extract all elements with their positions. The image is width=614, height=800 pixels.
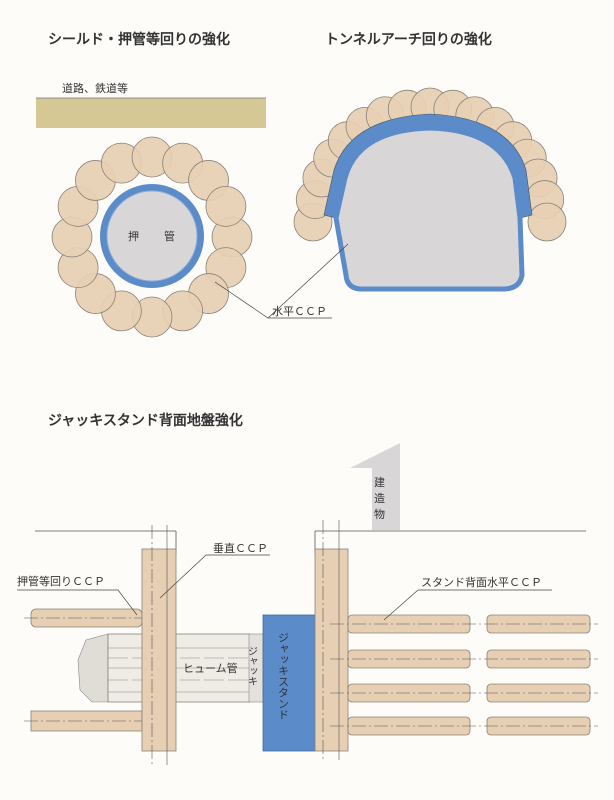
ccp-column xyxy=(527,202,567,242)
jack-label: ジャッキ xyxy=(246,646,257,686)
jack-stand xyxy=(262,614,316,752)
title-shield: シールド・押管等回りの強化 xyxy=(48,31,230,48)
horizontal-ccp-callout: 水平ＣＣＰ xyxy=(214,243,349,319)
jack-stand-label: ジャッキスタンド xyxy=(277,632,290,720)
tunnel-diagram xyxy=(293,87,567,292)
stand-back-ccp-group xyxy=(330,614,598,736)
around-pipe-ccp-label: 押管等回りＣＣＰ xyxy=(17,574,105,588)
title-jack-stand: ジャッキスタンド背面地盤強化 xyxy=(48,412,243,429)
road-ground xyxy=(36,98,266,128)
ccp-ring xyxy=(51,136,253,338)
vertical-ccp-right xyxy=(314,548,349,752)
ccp-column xyxy=(205,185,247,227)
vertical-ccp-label: 垂直ＣＣＰ xyxy=(213,541,268,555)
building-label-1: 建 xyxy=(374,475,385,489)
stand-back-ccp-label: スタンド背面水平ＣＣＰ xyxy=(421,575,542,589)
road-label: 道路、鉄道等 xyxy=(62,81,128,95)
hume-pipe-label: ヒューム管 xyxy=(183,661,238,675)
horizontal-ccp-label: 水平ＣＣＰ xyxy=(272,305,327,318)
tunnel-cross-section xyxy=(333,125,525,292)
rock-face xyxy=(77,633,109,703)
jack-stand-diagram: 建 造 物 ヒューム管 ジャッキ ジャッキスタンド xyxy=(17,443,598,765)
building-label-2: 造 xyxy=(374,491,385,505)
title-tunnel: トンネルアーチ回りの強化 xyxy=(325,31,492,48)
push-pipe-label-1: 押 xyxy=(128,229,139,243)
push-pipe-label-2: 管 xyxy=(164,229,175,243)
building xyxy=(350,443,400,530)
building-label-3: 物 xyxy=(374,507,385,521)
shield-diagram: 道路、鉄道等 押 管 xyxy=(36,81,266,338)
vertical-ccp-left xyxy=(141,548,177,752)
